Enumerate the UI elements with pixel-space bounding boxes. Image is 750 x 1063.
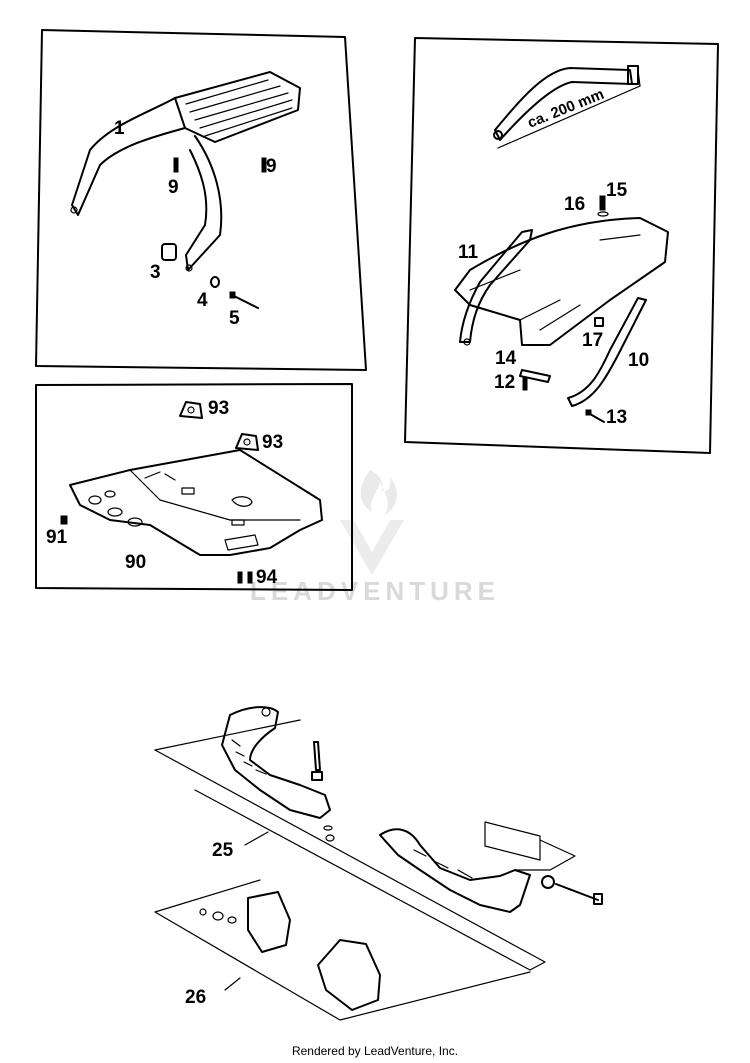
label-9a: 9 [168, 177, 179, 198]
label-14: 14 [495, 348, 517, 369]
label-5: 5 [229, 308, 240, 329]
label-15: 15 [606, 180, 628, 201]
label-25: 25 [212, 840, 234, 861]
panel-carrier: 1 9 9 3 4 5 [35, 29, 367, 371]
label-93b: 93 [262, 432, 283, 453]
label-26: 26 [185, 987, 206, 1008]
dimension-label: ca. 200 mm [525, 86, 606, 132]
carrier-rack [70, 71, 301, 272]
footer-credit: Rendered by LeadVenture, Inc. [291, 1044, 459, 1058]
label-13: 13 [606, 407, 627, 428]
label-11: 11 [458, 242, 479, 263]
handguard-shields [199, 891, 381, 1011]
label-17: 17 [582, 330, 603, 351]
label-4: 4 [197, 290, 208, 311]
label-10: 10 [628, 350, 649, 371]
panel-handguards: 25 26 [154, 706, 603, 1021]
label-12: 12 [494, 372, 515, 393]
panel-fender: ca. 200 mm 16 15 11 17 10 14 12 13 [404, 37, 719, 454]
handguard-left [221, 706, 335, 842]
label-16: 16 [564, 194, 585, 215]
label-90: 90 [125, 552, 146, 573]
label-91: 91 [46, 527, 68, 548]
label-94: 94 [256, 567, 278, 588]
fender-bracket-top [493, 65, 641, 149]
watermark-logo-icon [340, 470, 404, 575]
skid-plate [69, 449, 323, 556]
label-1: 1 [114, 118, 125, 139]
label-3: 3 [150, 262, 161, 283]
rear-fender [454, 217, 669, 346]
label-93a: 93 [208, 398, 229, 419]
panel-skid-plate: 93 93 91 90 94 [35, 383, 353, 591]
watermark-text: LEADVENTURE [250, 576, 500, 606]
handguard-right [379, 821, 603, 913]
label-9b: 9 [266, 156, 277, 177]
